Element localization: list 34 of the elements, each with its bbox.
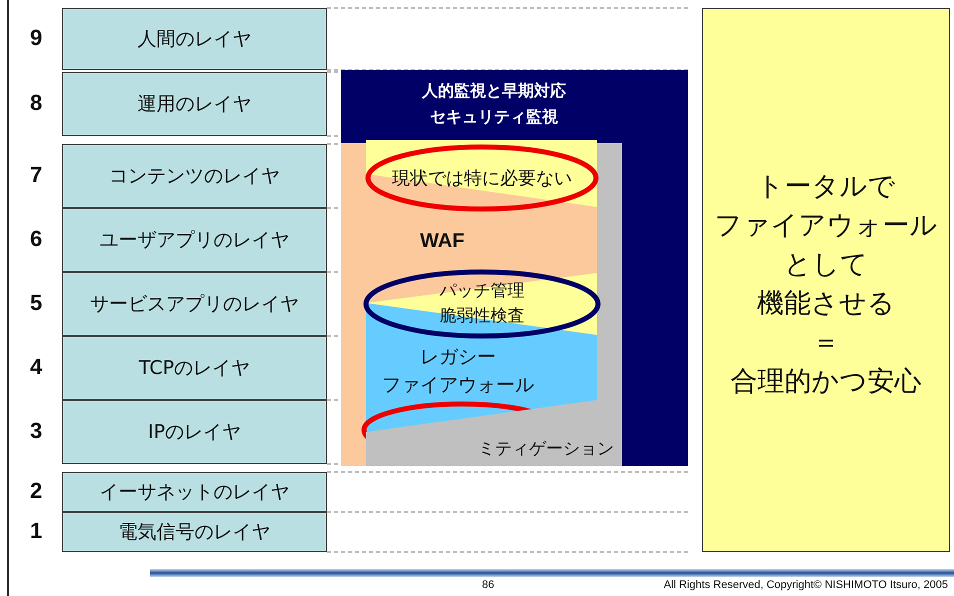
layer-number: 8 — [30, 90, 42, 116]
layer-label: ファイアウォール — [382, 373, 534, 398]
copyright-text: All Rights Reserved, Copyright© NISHIMOTO Itsuro, 2005 — [664, 579, 948, 591]
layer-number: 7 — [30, 162, 42, 188]
summary-text: 機能させる — [756, 287, 896, 321]
summary-text: トータルで — [756, 170, 896, 204]
layer-number: 9 — [30, 25, 42, 51]
summary-box — [702, 8, 950, 552]
layer-box: コンテンツのレイヤ — [62, 144, 327, 208]
summary-text: ＝ — [812, 326, 840, 360]
layer-box: TCPのレイヤ — [62, 336, 327, 400]
layer-label: WAF — [420, 230, 464, 253]
layer-number: 3 — [30, 418, 42, 444]
layer-box: 電気信号のレイヤ — [62, 512, 327, 552]
layer-label: レガシー — [420, 345, 496, 370]
panel-heading: 人的監視と早期対応セキュリティ監視 — [420, 80, 567, 128]
layer-number: 1 — [30, 518, 42, 544]
layer-label: ミティゲーション — [478, 438, 614, 460]
layer-number: 2 — [30, 478, 42, 504]
layer-number: 5 — [30, 290, 42, 316]
summary-text: 合理的かつ安心 — [730, 365, 922, 399]
panel-background — [341, 70, 688, 466]
layer-number: 4 — [30, 354, 42, 380]
layer-box: IPのレイヤ — [62, 400, 327, 464]
layer-box: イーサネットのレイヤ — [62, 472, 327, 512]
layer-number: 6 — [30, 226, 42, 252]
summary-text: ファイアウォール — [714, 209, 938, 243]
layer-box: 運用のレイヤ — [62, 72, 327, 136]
summary-text: として — [783, 248, 869, 282]
layer-box: サービスアプリのレイヤ — [62, 272, 327, 336]
callout-text: 現状では特に必要ない — [392, 166, 572, 190]
page-number: 86 — [482, 579, 494, 591]
layer-box: 人間のレイヤ — [62, 8, 327, 70]
layer-box: ユーザアプリのレイヤ — [62, 208, 327, 272]
